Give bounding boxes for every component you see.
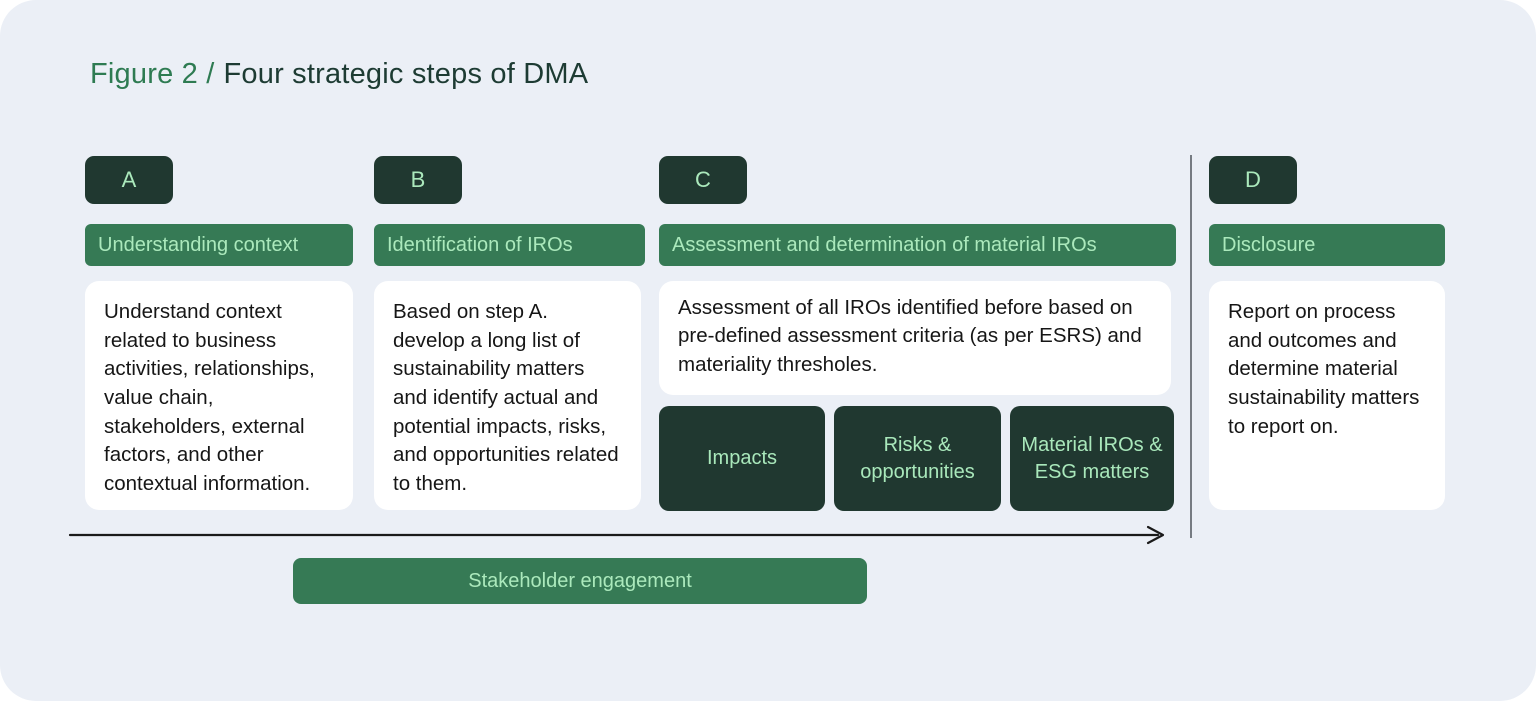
step-b-header: Identification of IROs	[374, 224, 645, 266]
step-a-description-card: Understand context related to business a…	[85, 281, 353, 510]
step-c-description-card: Assessment of all IROs identified before…	[659, 281, 1171, 395]
step-b-description-card: Based on step A. develop a long list of …	[374, 281, 641, 510]
step-c-header: Assessment and determination of material…	[659, 224, 1176, 266]
figure-title: Figure 2 /Four strategic steps of DMA	[90, 58, 588, 91]
impacts-label: Impacts	[706, 447, 778, 469]
stakeholder-engagement-label: Stakeholder engagement	[468, 569, 692, 592]
step-d-description-card: Report on process and outcomes and deter…	[1209, 281, 1445, 510]
step-a-badge: A	[85, 156, 173, 204]
figure-title-text: Four strategic steps of DMA	[223, 58, 589, 90]
risks-opportunities-label: Risks & opportunities	[860, 433, 975, 483]
step-d-badge: D	[1209, 156, 1297, 204]
risks-opportunities-box: Risks & opportunities	[834, 406, 1001, 511]
step-d-description: Report on process and outcomes and deter…	[1228, 300, 1420, 438]
step-d-header: Disclosure	[1209, 224, 1445, 266]
step-b-badge: B	[374, 156, 462, 204]
step-c-header-label: Assessment and determination of material…	[672, 233, 1097, 256]
step-a-header: Understanding context	[85, 224, 353, 266]
step-b-letter: B	[410, 167, 426, 192]
material-iros-esg-label: Material IROs & ESG matters	[1021, 433, 1163, 483]
section-divider	[1190, 155, 1192, 538]
step-a-letter: A	[121, 167, 137, 192]
step-c-badge: C	[659, 156, 747, 204]
step-d-letter: D	[1245, 167, 1261, 192]
stakeholder-engagement-bar: Stakeholder engagement	[293, 558, 867, 604]
step-a-header-label: Understanding context	[98, 233, 299, 256]
step-d-header-label: Disclosure	[1222, 233, 1316, 256]
step-c-letter: C	[695, 167, 711, 192]
material-iros-esg-box: Material IROs & ESG matters	[1010, 406, 1174, 511]
step-b-description: Based on step A. develop a long list of …	[393, 300, 619, 496]
step-b-header-label: Identification of IROs	[387, 233, 573, 256]
figure-number-label: Figure 2 /	[90, 58, 215, 90]
step-c-description: Assessment of all IROs identified before…	[678, 296, 1142, 376]
impacts-box: Impacts	[659, 406, 825, 511]
step-a-description: Understand context related to business a…	[104, 300, 315, 496]
